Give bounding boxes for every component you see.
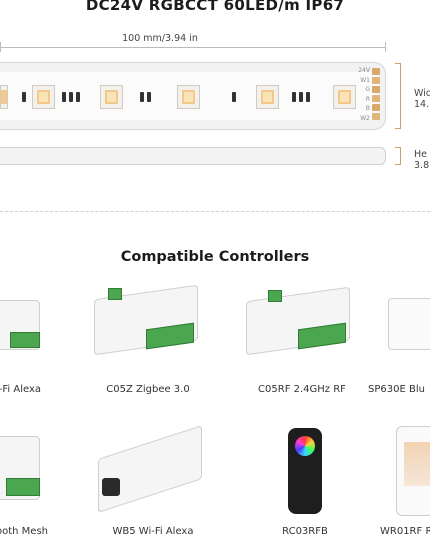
controller-label: WR01RF R [380,526,430,537]
led-chip [32,85,55,109]
pad-label: R [365,95,370,103]
solder-pad [372,104,380,111]
strip-side-profile [0,147,386,165]
solder-pad [372,77,380,84]
controller-image[interactable] [0,428,48,508]
height-bracket-cap [395,147,401,148]
resistor [62,92,66,102]
pad-label: G [365,86,370,93]
resistor [140,92,144,102]
remote-control-image[interactable] [396,426,430,516]
controller-image[interactable] [388,290,430,360]
height-label: He 3.8 [414,149,429,171]
pad-label: W1 [360,76,370,84]
led-chip [100,85,123,109]
width-bracket [400,63,401,129]
resistor [69,92,73,102]
width-label: Wid 14. [414,88,430,110]
height-bracket [400,147,401,165]
section-title: Compatible Controllers [120,249,310,265]
resistor [292,92,296,102]
controller-label: C05RF 2.4GHz RF [258,384,346,395]
height-label-line2: 3.8 [414,160,430,171]
led-chip [177,85,200,109]
resistor [299,92,303,102]
solder-pad [372,86,380,93]
solder-pad [372,113,380,120]
height-label-line1: He [414,149,427,160]
dimension-tick-right [385,42,386,52]
resistor [147,92,151,102]
controller-label: WB5 Wi-Fi Alexa [112,526,194,537]
controller-label: ooth Mesh [0,526,49,537]
resistor [306,92,310,102]
led-chip [0,85,8,109]
length-dimension-label: 100 mm/3.94 in [122,33,198,44]
solder-pads [372,68,380,122]
led-chip [333,85,356,109]
controller-image[interactable] [98,425,206,513]
pad-label: B [365,105,370,112]
resistor [76,92,80,102]
length-dimension-line [0,47,386,48]
controller-image[interactable] [246,282,354,364]
product-title: DC24V RGBCCT 60LED/m IP67 [85,0,345,14]
section-divider [0,211,430,212]
height-bracket-cap [395,164,401,165]
controller-label: i-Fi Alexa [0,384,42,395]
width-bracket-cap [395,63,401,64]
solder-pad [372,95,380,102]
resistor [22,92,26,102]
pad-label: 24V [358,67,370,74]
controller-label: RC03RFB [282,526,328,537]
remote-control-image[interactable] [288,428,322,514]
controller-label: SP630E Blu [368,384,425,395]
dimension-tick-left [0,42,1,52]
controller-image[interactable] [94,282,202,364]
width-label-line2: 14. [414,99,430,110]
controller-image[interactable] [0,290,48,360]
width-bracket-cap [395,128,401,129]
solder-pad [372,68,380,75]
solder-pad-labels: 24V W1 G R B W2 [356,66,370,123]
controller-label: C05Z Zigbee 3.0 [106,384,190,395]
resistor [232,92,236,102]
led-chip [256,85,279,109]
width-label-line1: Wid [414,88,430,99]
pad-label: W2 [360,114,370,122]
